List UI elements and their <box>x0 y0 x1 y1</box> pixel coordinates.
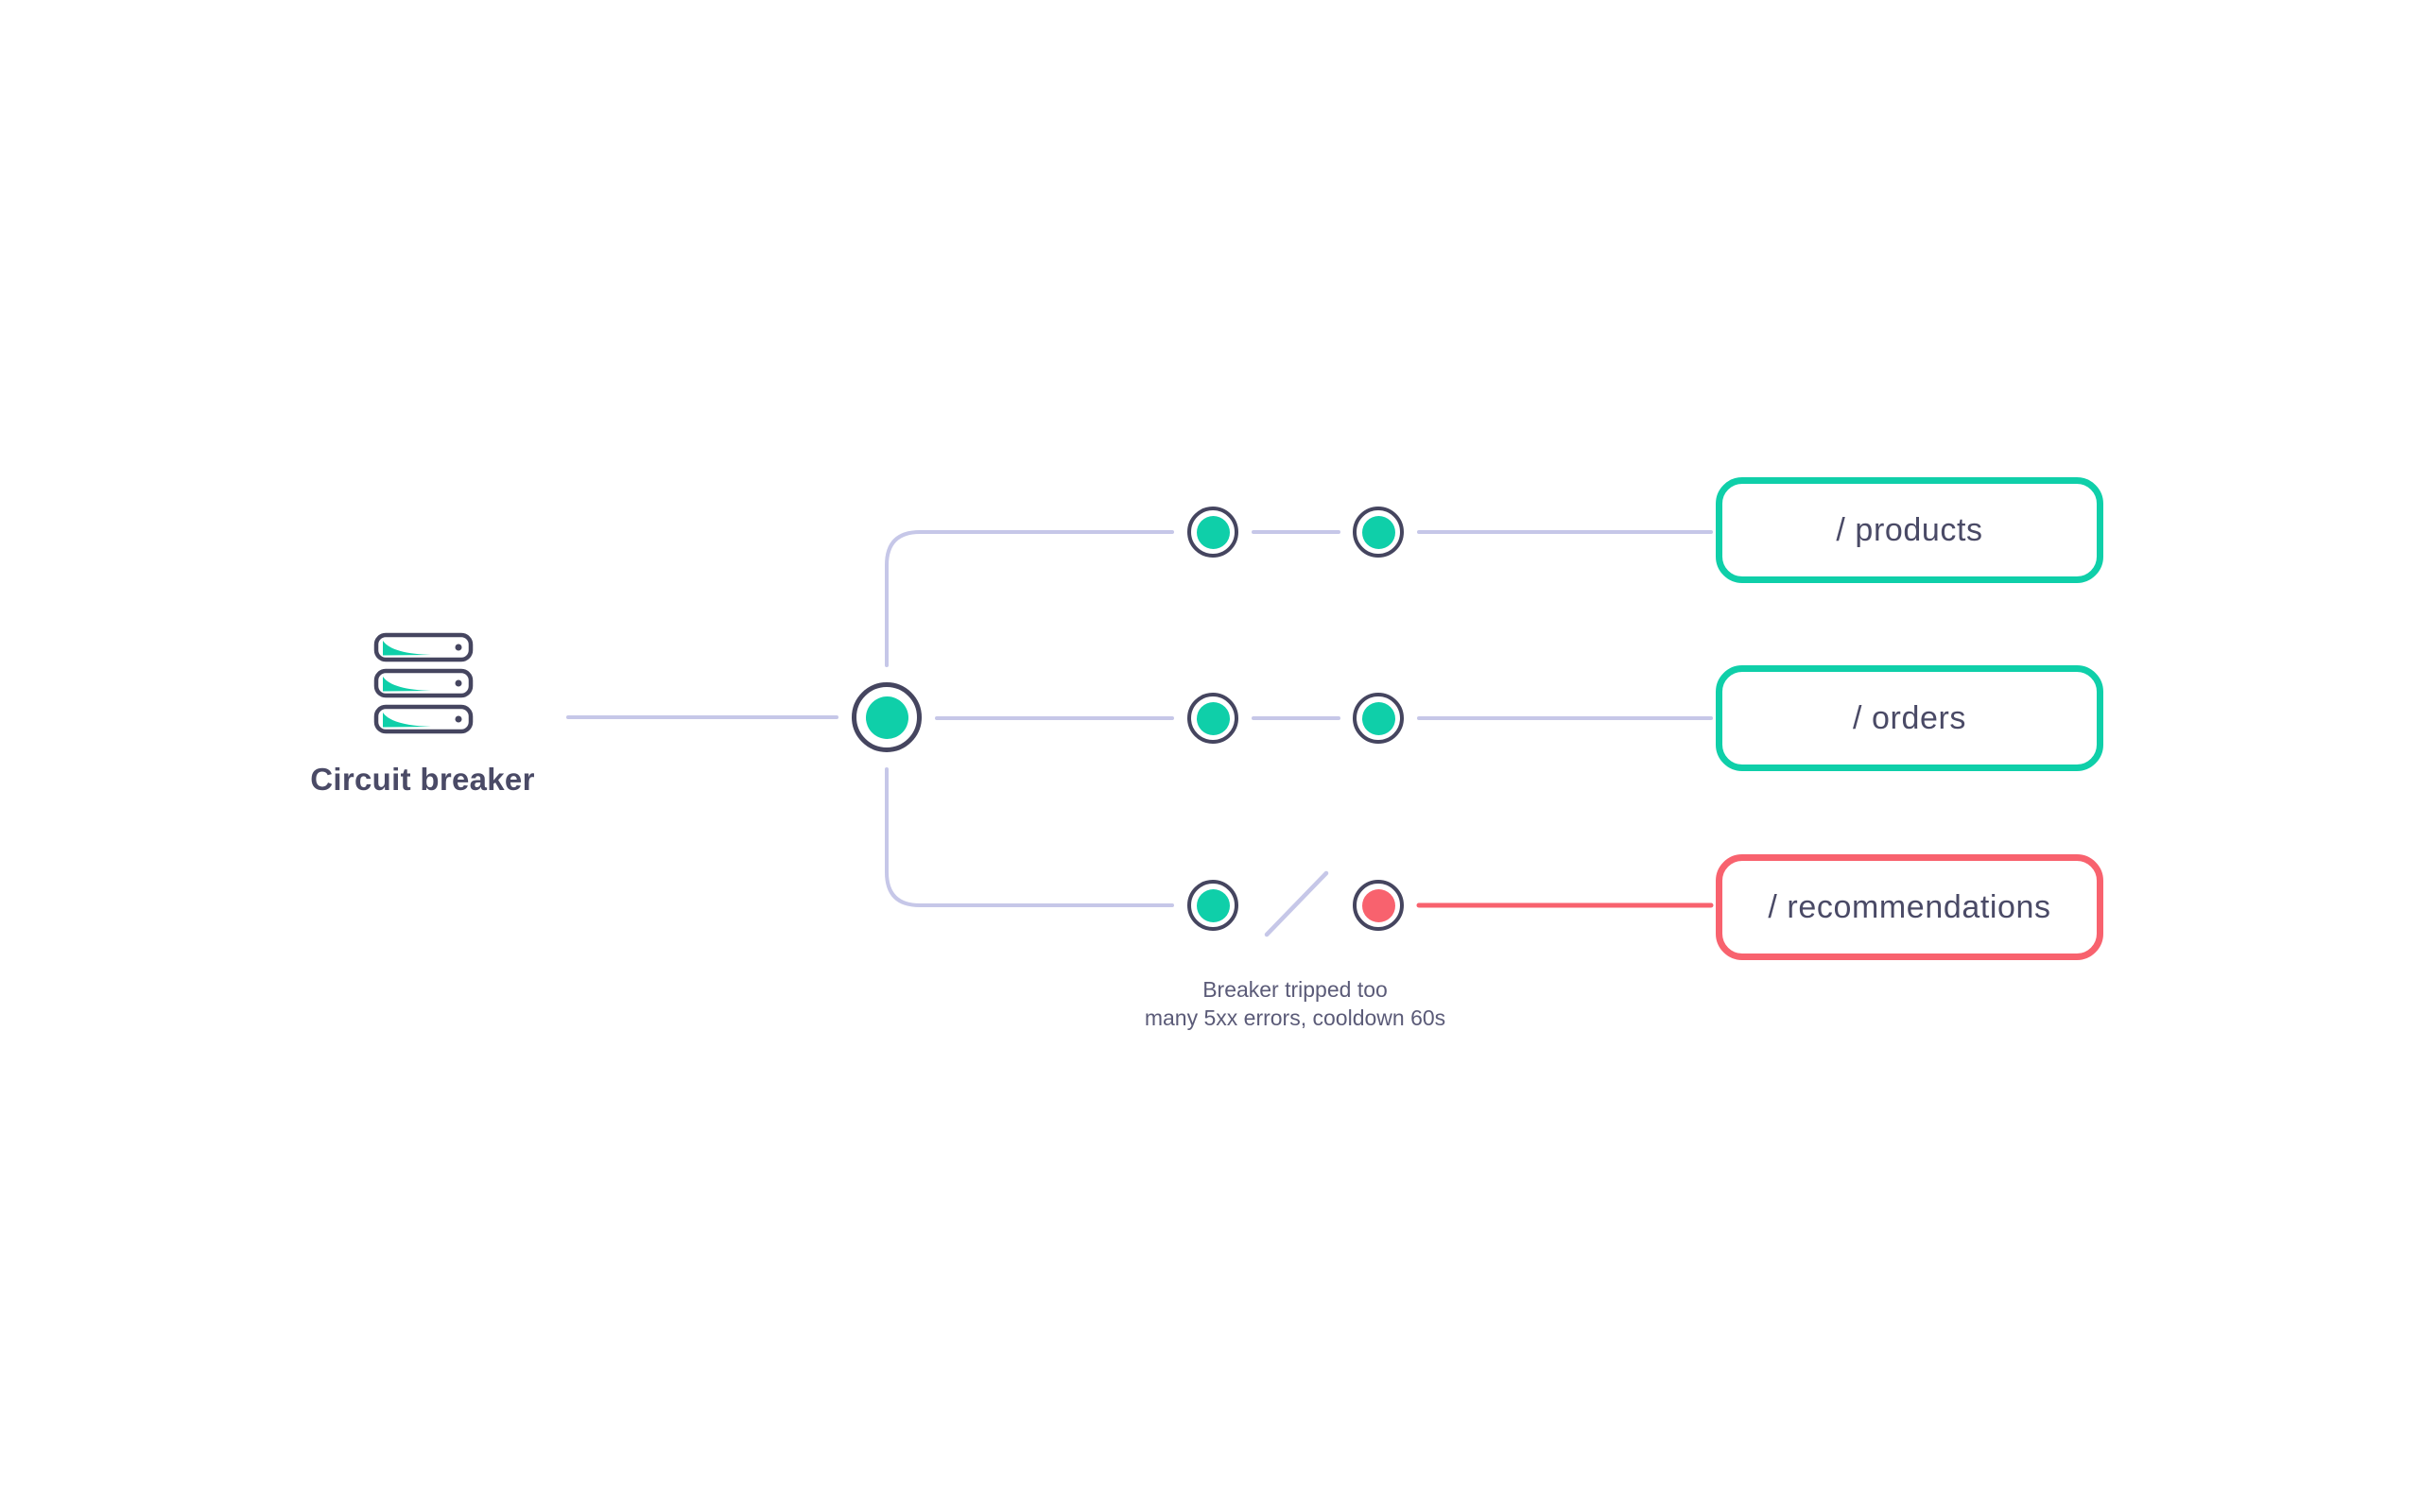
hop-status-dot <box>1196 515 1230 549</box>
server-row <box>373 632 474 662</box>
endpoint-recommendations: / recommendations <box>1716 854 2103 960</box>
endpoint-orders-label: / orders <box>1852 699 1967 736</box>
breaker-open-slash-icon <box>1264 870 1329 937</box>
hop-error-dot <box>1361 888 1395 922</box>
hop-node-recommendations-2-error <box>1353 880 1404 931</box>
connector-top-branch <box>885 530 1174 667</box>
hop-status-dot <box>1196 888 1230 922</box>
source-label: Circuit breaker <box>310 762 535 797</box>
hop-status-dot <box>1361 701 1395 735</box>
caption-line-1: Breaker tripped too <box>1202 977 1388 1002</box>
endpoint-orders: / orders <box>1716 665 2103 771</box>
endpoint-products-label: / products <box>1836 511 1983 548</box>
breaker-node-status-dot <box>865 696 908 739</box>
connector-bottom-branch <box>885 767 1174 907</box>
server-stack-icon <box>373 632 474 734</box>
hop-node-products-2 <box>1353 507 1404 558</box>
hop-node-recommendations-1 <box>1187 880 1238 931</box>
hop-status-dot <box>1196 701 1230 735</box>
hop-node-orders-1 <box>1187 693 1238 744</box>
caption-line-2: many 5xx errors, cooldown 60s <box>1144 1005 1446 1030</box>
endpoint-recommendations-label: / recommendations <box>1768 888 2051 925</box>
breaker-tripped-caption: Breaker tripped too many 5xx errors, coo… <box>1059 975 1531 1032</box>
hop-status-dot <box>1361 515 1395 549</box>
breaker-node <box>852 682 922 752</box>
server-row <box>373 704 474 734</box>
hop-node-products-1 <box>1187 507 1238 558</box>
endpoint-products: / products <box>1716 477 2103 583</box>
hop-node-orders-2 <box>1353 693 1404 744</box>
server-row <box>373 668 474 698</box>
